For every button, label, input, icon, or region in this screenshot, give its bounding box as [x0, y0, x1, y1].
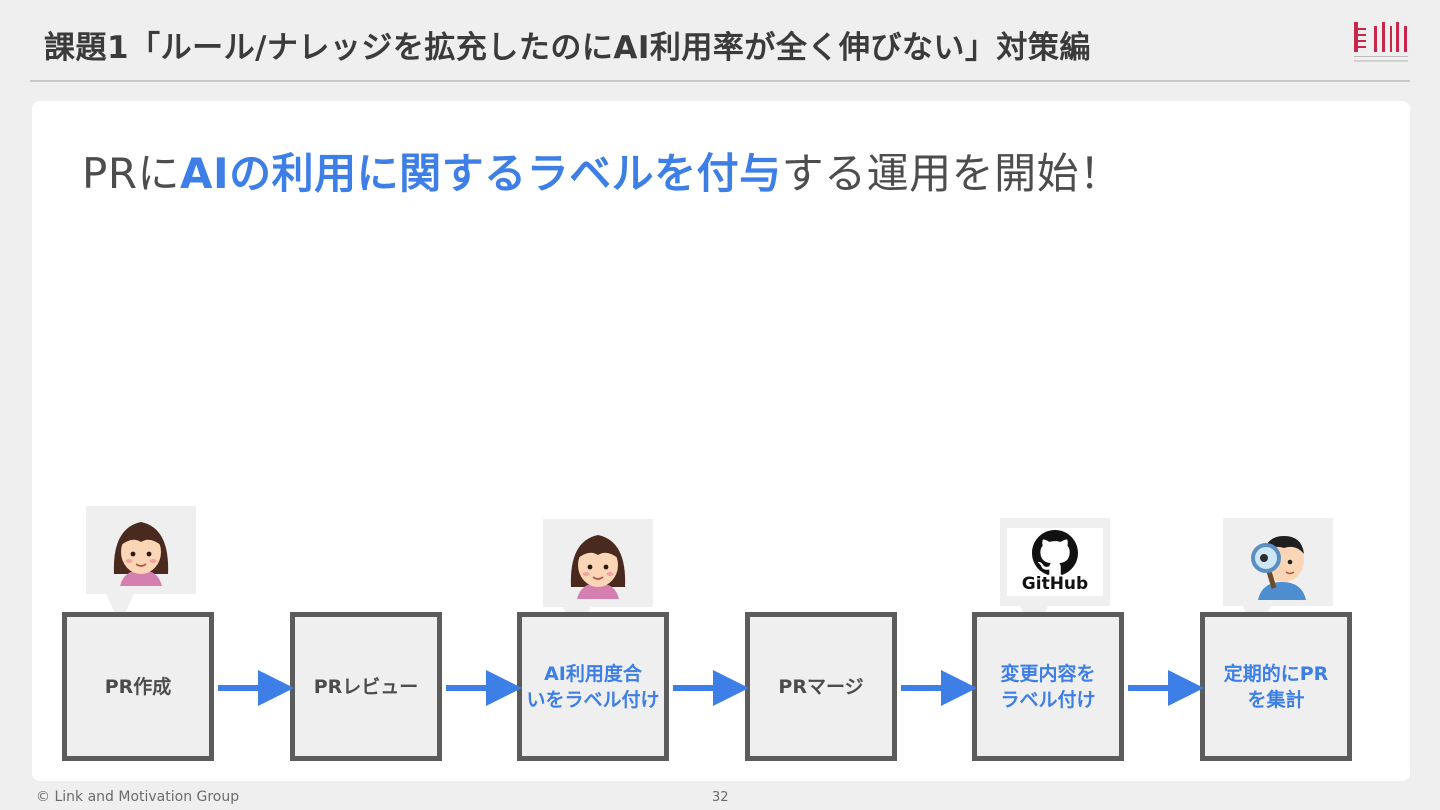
step-label: 定期的にPR を集計 — [1223, 662, 1329, 711]
step-label: PRマージ — [778, 675, 864, 698]
title-divider — [30, 80, 1410, 82]
bubble-github: GitHub — [1000, 518, 1110, 636]
step-pr-review: PRレビュー — [290, 612, 442, 761]
headline-prefix: PRに — [82, 149, 181, 198]
footer-copyright: © Link and Motivation Group — [36, 789, 240, 805]
woman-avatar-icon — [113, 522, 169, 586]
woman-avatar-icon — [570, 535, 626, 599]
slide-title: 課題1「ルール/ナレッジを拡充したのにAI利用率が全く伸びない」対策編 — [44, 30, 1091, 66]
page-number: 32 — [712, 790, 729, 805]
step-pr-create: PR作成 — [62, 612, 214, 761]
step-label: 変更内容を ラベル付け — [1000, 662, 1096, 711]
slide-card — [32, 101, 1410, 781]
headline-highlight: AIの利用に関するラベルを付与 — [180, 149, 782, 198]
headline-suffix: する運用を開始！ — [781, 149, 1122, 198]
bubble-author — [86, 506, 196, 624]
headline: PRにAIの利用に関するラベルを付与する運用を開始！ — [82, 140, 1122, 201]
github-text: GitHub — [1021, 574, 1089, 594]
github-logo: GitHub — [1007, 528, 1103, 596]
step-label: PR作成 — [104, 675, 172, 698]
step-label: PRレビュー — [313, 675, 419, 698]
github-octocat-icon — [1032, 530, 1078, 575]
company-logo — [1354, 22, 1408, 62]
step-label: AI利用度合 いをラベル付け — [526, 662, 660, 711]
bubble-reviewer — [543, 519, 653, 637]
man-magnifier-icon — [1251, 536, 1306, 600]
step-ai-label: AI利用度合 いをラベル付け — [517, 612, 669, 761]
step-aggregate: 定期的にPR を集計 — [1200, 612, 1352, 761]
